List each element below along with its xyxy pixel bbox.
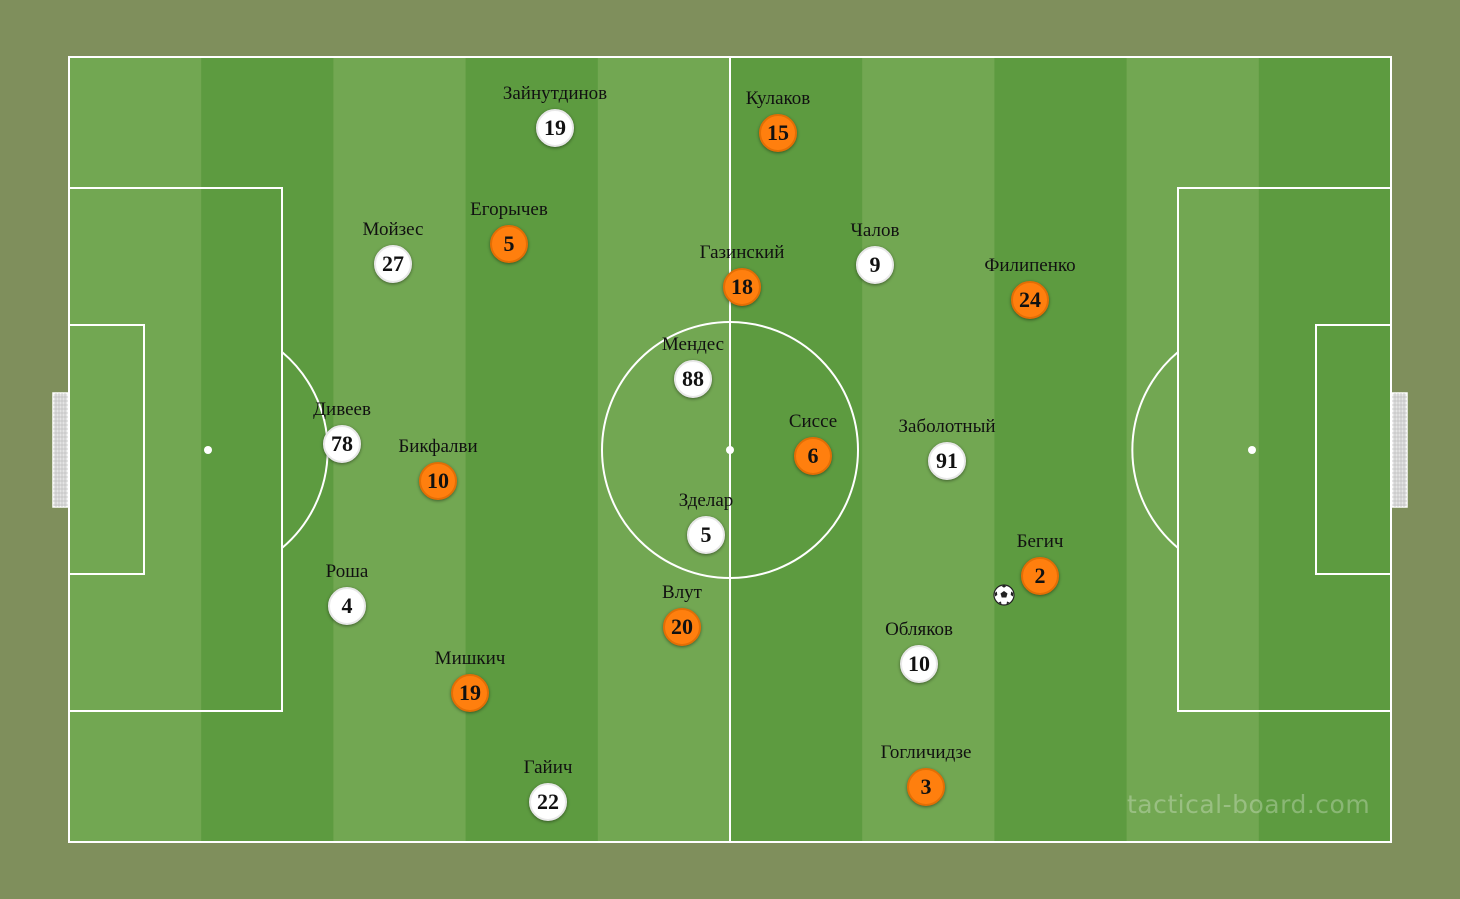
player-name: Газинский [699, 242, 785, 263]
player-token-white[interactable]: 9 [856, 246, 894, 284]
pitch-stripe [862, 57, 995, 842]
player-name: Заболотный [898, 416, 996, 437]
pitch-stripe [465, 57, 599, 842]
player-token-white[interactable]: 91 [928, 442, 966, 480]
right-goal-area [1315, 324, 1392, 575]
player-name: Мишкич [434, 648, 506, 669]
player-token-orange[interactable]: 19 [451, 674, 489, 712]
player-token-orange[interactable]: 3 [907, 768, 945, 806]
player-name: Егорычев [470, 199, 548, 220]
player-token-orange[interactable]: 10 [419, 462, 457, 500]
player-token-white[interactable]: 4 [328, 587, 366, 625]
player-name: Бикфалви [398, 436, 478, 457]
player-name: Чалов [850, 220, 900, 241]
player-token-orange[interactable]: 18 [723, 268, 761, 306]
player-token-white[interactable]: 27 [374, 245, 412, 283]
player-name: Дивеев [313, 399, 371, 420]
pitch-stripe [1258, 57, 1392, 842]
player-name: Мендес [661, 334, 725, 355]
player-name: Сиссе [788, 411, 838, 432]
player-name: Гайич [523, 757, 573, 778]
pitch-stripe [201, 57, 334, 842]
center-circle [601, 321, 859, 579]
player-token-white[interactable]: 10 [900, 645, 938, 683]
pitch-stripe [69, 57, 202, 842]
pitch-stripe [1126, 57, 1260, 842]
player-name: Бегич [1016, 531, 1064, 552]
player-token-white[interactable]: 88 [674, 360, 712, 398]
player-name: Мойзес [362, 219, 424, 240]
player-name: Гогличидзе [880, 742, 972, 763]
player-name: Филипенко [984, 255, 1076, 276]
player-token-orange[interactable]: 24 [1011, 281, 1049, 319]
pitch-stripe [994, 57, 1128, 842]
left-goal [52, 392, 69, 508]
player-token-white[interactable]: 22 [529, 783, 567, 821]
player-name: Обляков [885, 619, 953, 640]
player-name: Влут [662, 582, 702, 603]
player-name: Кулаков [745, 88, 811, 109]
right-goal [1391, 392, 1408, 508]
player-token-orange[interactable]: 15 [759, 114, 797, 152]
player-token-white[interactable]: 78 [323, 425, 361, 463]
player-name: Зайнутдинов [502, 83, 608, 104]
right-penalty-spot [1248, 446, 1256, 454]
player-token-orange[interactable]: 2 [1021, 557, 1059, 595]
player-token-orange[interactable]: 5 [490, 225, 528, 263]
left-goal-area [68, 324, 145, 575]
player-name: Зделар [678, 490, 734, 511]
watermark: tactical-board.com [1127, 790, 1371, 819]
right-penalty-arc [1131, 351, 1179, 549]
player-token-white[interactable]: 19 [536, 109, 574, 147]
player-name: Роша [325, 561, 369, 582]
player-token-white[interactable]: 5 [687, 516, 725, 554]
player-token-orange[interactable]: 20 [663, 608, 701, 646]
player-token-orange[interactable]: 6 [794, 437, 832, 475]
soccer-ball-icon[interactable] [993, 584, 1015, 606]
pitch-stripe [597, 57, 731, 842]
center-spot [726, 446, 734, 454]
left-penalty-spot [204, 446, 212, 454]
